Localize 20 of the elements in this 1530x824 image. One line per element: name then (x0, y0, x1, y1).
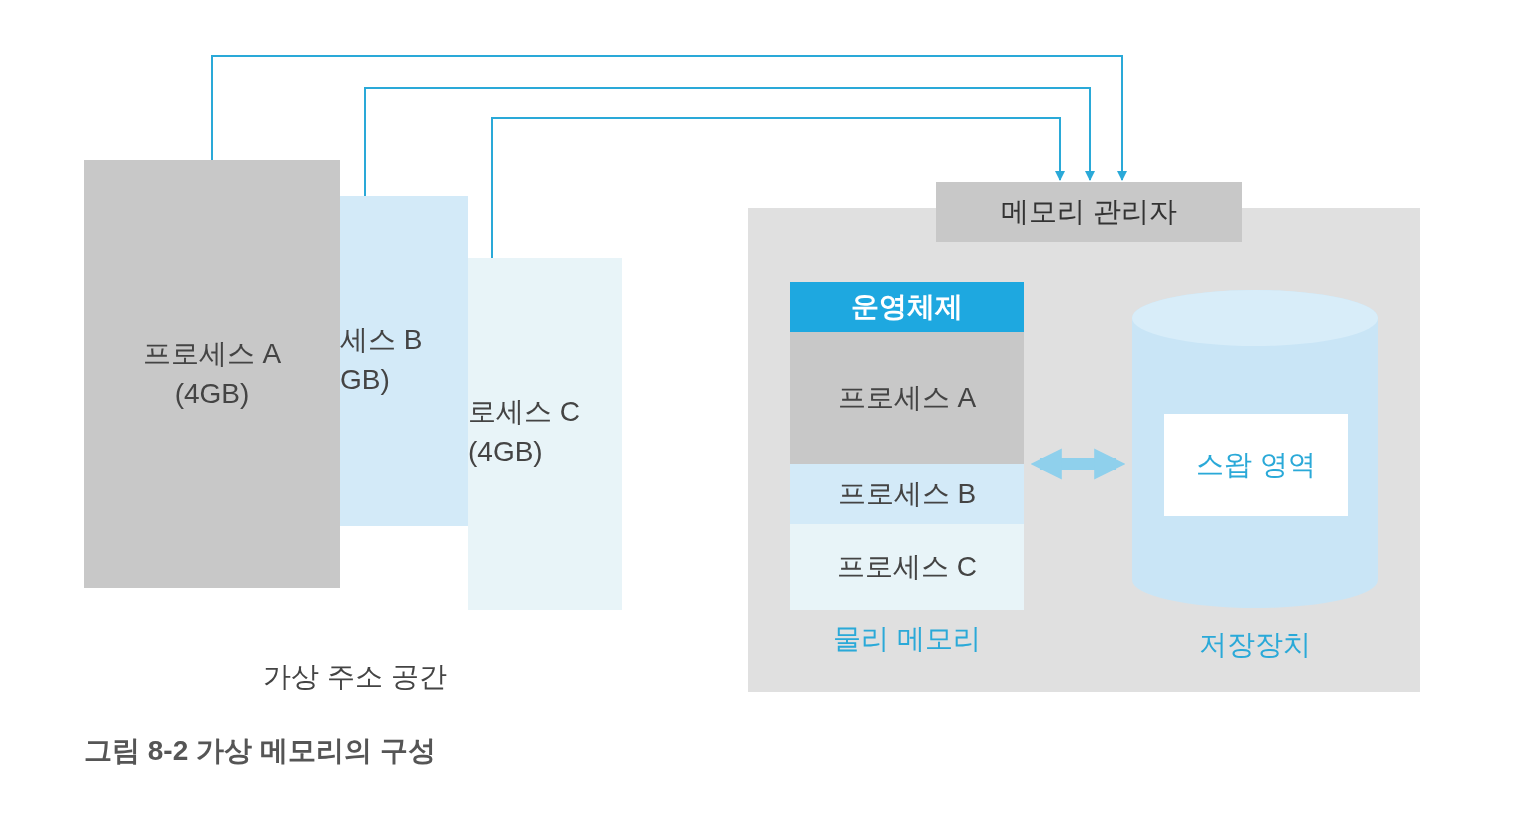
arrow (211, 55, 1127, 181)
swap-area-box: 스왑 영역 (1164, 414, 1348, 516)
node-label: 로세스 C (4GB) (468, 395, 581, 469)
figure-caption: 그림 8-2 가상 메모리의 구성 (84, 734, 436, 768)
memory-segment: 프로세스 A (790, 332, 1024, 464)
memory-segment: 프로세스 C (790, 524, 1024, 610)
memory-manager-box: 메모리 관리자 (936, 182, 1242, 242)
node-label: 세스 B GB) (340, 323, 424, 397)
group-label: 가상 주소 공간 (262, 660, 448, 694)
process-box (468, 258, 622, 610)
node-label: 저장장치 (1198, 628, 1312, 662)
process-box (340, 196, 468, 526)
arrow (364, 87, 1095, 197)
memory-segment: 운영체제 (790, 282, 1024, 332)
arrow (491, 117, 1065, 259)
memory-segment: 프로세스 B (790, 464, 1024, 524)
process-box (84, 160, 340, 588)
node-label: 물리 메모리 (832, 622, 982, 656)
node-label: 프로세스 A (4GB) (141, 337, 283, 411)
arrow (1030, 448, 1126, 480)
